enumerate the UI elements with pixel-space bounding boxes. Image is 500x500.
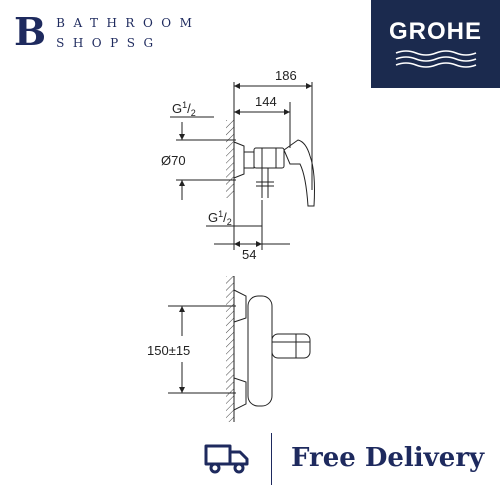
delivery-truck-icon [204, 444, 249, 474]
free-delivery-text: Free Delivery [291, 443, 485, 473]
grohe-logo-text: GROHE [388, 18, 482, 45]
brand-logo: B BATHROOM SHOPSG [14, 12, 200, 56]
thread-top-label: G1/2 [172, 100, 196, 118]
wall-hatch-top [226, 120, 234, 198]
footer-divider [271, 433, 272, 485]
dim-54-label: 54 [242, 247, 256, 262]
dim-186-label: 186 [275, 68, 297, 83]
brand-line-1: BATHROOM [56, 16, 201, 30]
height-range-label: 150±15 [147, 343, 190, 358]
brand-letter: B [14, 9, 47, 54]
diameter-label: Ø70 [161, 153, 186, 168]
dim-144-label: 144 [255, 94, 277, 109]
thread-bottom-label: G1/2 [208, 209, 232, 227]
wave-lines-icon [395, 50, 476, 68]
brand-name: BATHROOM SHOPSG [56, 12, 200, 53]
wall-hatch-bottom [226, 276, 234, 422]
brand-line-2: SHOPSG [56, 36, 162, 50]
grohe-logo: GROHE [371, 0, 500, 88]
